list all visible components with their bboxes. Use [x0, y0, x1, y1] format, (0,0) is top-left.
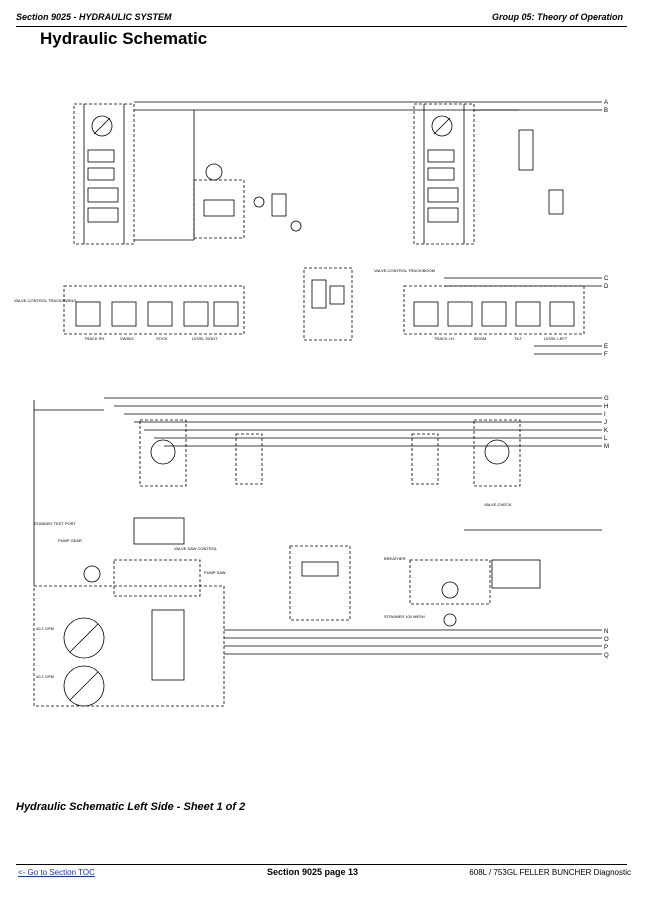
valve-track-lh-label: TRACK LH [434, 336, 454, 341]
valve-stick-label: STICK [156, 336, 168, 341]
valve-track-rh-label: TRACK RH [84, 336, 105, 341]
center-motor-block [193, 163, 302, 239]
hydraulic-schematic: A B C D E F G H I J K L M N O P Q [14, 100, 609, 707]
valve-check-label: VALVE-CHECK [484, 502, 512, 507]
valve-level-label: LEVEL SIGHT [192, 336, 218, 341]
flow1-label: 40.2 GPM [36, 626, 54, 631]
edge-label-e: E [604, 344, 608, 350]
edge-label-l: L [604, 436, 608, 442]
page-number: Section 9025 page 13 [267, 867, 359, 877]
valve-saw-label: VALVE SAW CONTROL [174, 546, 218, 551]
edge-label-c: C [604, 276, 609, 282]
flow2-label: 40.2 GPM [36, 674, 54, 679]
valve-tilt-label: TILT [514, 336, 522, 341]
pump-saw-label: PUMP SAW [204, 570, 226, 575]
standby-test-port-label: STANDBY TEST PORT [34, 521, 76, 526]
joysticks [139, 419, 521, 487]
figure-caption: Hydraulic Schematic Left Side - Sheet 1 … [16, 801, 246, 813]
strainer-label: STRAINER 100 MESH [384, 614, 425, 619]
edge-label-g: G [604, 396, 609, 402]
right-valve-bank: VALVE-CONTROL TRACK/BOOM TRACK LH BOOM T… [374, 268, 585, 341]
edge-label-q: Q [604, 653, 609, 659]
footer-rule [16, 864, 627, 865]
edge-label-i: I [604, 412, 606, 418]
edge-label-f: F [604, 352, 608, 358]
bus-lines [104, 101, 602, 655]
header-rule [16, 26, 627, 27]
edge-label-b: B [604, 108, 608, 114]
edge-label-d: D [604, 284, 609, 290]
valve-level-left-label: LEVEL LEFT [544, 336, 568, 341]
edge-label-k: K [604, 428, 608, 434]
middle-relief-block [303, 267, 353, 341]
group-header: Group 05: Theory of Operation [491, 12, 623, 22]
edge-labels: A B C D E F G H I J K L M N O P Q [604, 100, 609, 659]
right-pump-block [413, 103, 564, 245]
pump-gear-label: PUMP GEAR [58, 538, 82, 543]
left-pump-block [73, 101, 314, 245]
document-title: 608L / 753GL FELLER BUNCHER Diagnostic [469, 868, 631, 877]
edge-label-a: A [604, 100, 608, 106]
toc-link[interactable]: <- Go to Section TOC [18, 868, 95, 877]
lower-pump-group: STANDBY TEST PORT PUMP GEAR 40.2 GPM 40.… [33, 400, 226, 707]
edge-label-j: J [604, 420, 607, 426]
edge-label-n: N [604, 629, 608, 635]
edge-label-m: M [604, 444, 609, 450]
edge-label-p: P [604, 645, 608, 651]
section-header: Section 9025 - HYDRAULIC SYSTEM [16, 12, 172, 22]
edge-label-h: H [604, 404, 608, 410]
left-valve-bank: VALVE-CONTROL TRACK/SWING TRACK RH SWING… [14, 285, 245, 341]
valve-swing-label: SWING [120, 336, 134, 341]
valve-boom-label: BOOM [474, 336, 486, 341]
edge-label-o: O [604, 637, 609, 643]
breather-label: BREATHER [384, 556, 406, 561]
page-title: Hydraulic Schematic [40, 29, 208, 48]
valve-left-title: VALVE-CONTROL TRACK/SWING [14, 298, 76, 303]
valve-right-title: VALVE-CONTROL TRACK/BOOM [374, 268, 435, 273]
lower-right-group: BREATHER STRAINER 100 MESH VALVE-CHECK [289, 502, 602, 627]
